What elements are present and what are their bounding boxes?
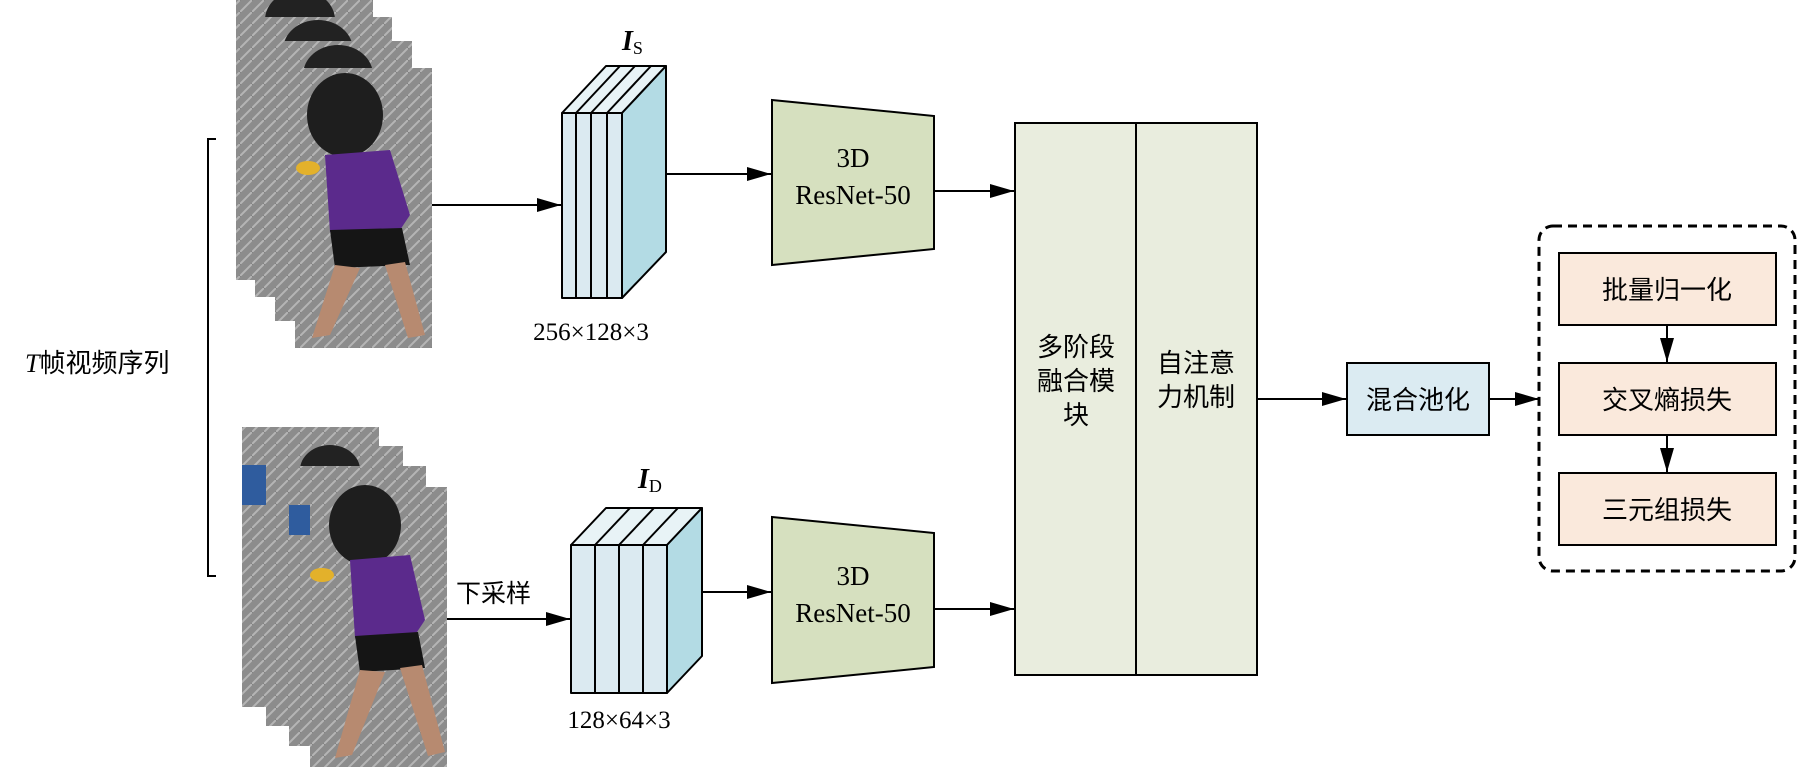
input-sequence-label: T帧视频序列 (25, 349, 169, 379)
frames-top (236, 0, 432, 348)
svg-text:块: 块 (1063, 401, 1089, 431)
svg-text:混合池化: 混合池化 (1366, 386, 1470, 416)
svg-text:三元组损失: 三元组损失 (1602, 496, 1732, 526)
loss-item-cross-entropy: 交叉熵损失 (1558, 362, 1777, 436)
frames-bottom (242, 427, 447, 767)
loss-group-frame (1537, 224, 1797, 573)
fusion-block: 多阶段 融合模 块 自注意 力机制 (1014, 122, 1258, 676)
tensor-is-size: 256×128×3 (533, 319, 649, 346)
downsample-label: 下采样 (456, 579, 531, 608)
tensor-is (561, 65, 667, 299)
svg-text:3D: 3D (837, 143, 870, 173)
person-shirt (325, 150, 410, 232)
tensor-id-label: ID (637, 464, 662, 496)
svg-text:融合模: 融合模 (1037, 367, 1115, 397)
multi-stage-fusion-module (1014, 122, 1137, 676)
svg-text:3D: 3D (837, 561, 870, 591)
svg-text:力机制: 力机制 (1157, 383, 1235, 413)
svg-text:交叉熵损失: 交叉熵损失 (1602, 386, 1732, 416)
loss-item-triplet: 三元组损失 (1558, 472, 1777, 546)
pooling-box: 混合池化 (1346, 362, 1490, 436)
loss-item-batchnorm: 批量归一化 (1558, 252, 1777, 326)
backbone-top: 3D ResNet-50 (771, 98, 935, 267)
tensor-id-size: 128×64×3 (567, 707, 670, 734)
tensor-id (570, 507, 703, 694)
svg-text:ResNet-50: ResNet-50 (795, 180, 910, 210)
person-shorts (330, 228, 410, 268)
tensor-is-label: IS (621, 26, 643, 58)
backbone-bottom: 3D ResNet-50 (771, 515, 935, 685)
sequence-bracket (207, 138, 216, 577)
person-head (329, 485, 401, 565)
person-head (307, 73, 383, 157)
svg-text:ResNet-50: ResNet-50 (795, 598, 910, 628)
self-attention-mechanism (1135, 122, 1258, 676)
svg-text:多阶段: 多阶段 (1037, 333, 1115, 363)
video-frame (310, 485, 447, 767)
person-shorts (355, 632, 425, 672)
svg-text:自注意: 自注意 (1157, 349, 1235, 379)
video-frame (295, 68, 432, 348)
svg-text:批量归一化: 批量归一化 (1602, 276, 1732, 306)
person-shirt (350, 555, 425, 638)
